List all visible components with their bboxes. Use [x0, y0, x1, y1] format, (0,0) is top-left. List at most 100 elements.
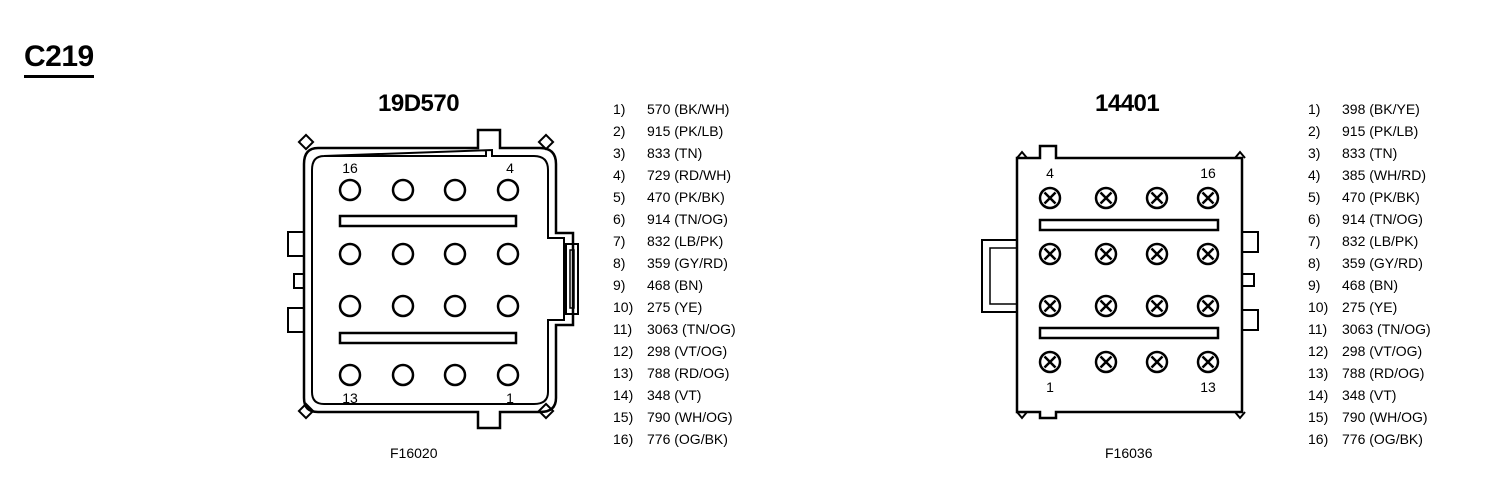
pin-cavity [1145, 186, 1169, 210]
left-figure-id: F16020 [390, 445, 438, 461]
pin-number: 8) [1308, 255, 1321, 271]
right-label-top-right: 16 [1200, 165, 1216, 181]
pinout-row: 5) 470 (PK/BK) [613, 186, 736, 208]
pin-circuit: 398 (BK/YE) [1342, 101, 1420, 117]
pin-circuit: 832 (LB/PK) [647, 233, 724, 249]
pin-circuit: 915 (PK/LB) [647, 123, 724, 139]
pin-number: 13) [1308, 365, 1329, 381]
pinout-row: 8) 359 (GY/RD) [1308, 252, 1431, 274]
pin-circuit: 470 (PK/BK) [1342, 189, 1420, 205]
pin-number: 14) [1308, 387, 1329, 403]
pin-cross-mark [1043, 191, 1057, 205]
pin-circuit: 3063 (TN/OG) [1342, 321, 1431, 337]
pinout-row: 2) 915 (PK/LB) [613, 120, 736, 142]
pinout-row: 3) 833 (TN) [1308, 142, 1431, 164]
pinout-row: 4)729 (RD/WH) [613, 164, 736, 186]
pin-cavity [1196, 294, 1220, 318]
pin-number: 12) [613, 343, 634, 359]
pin-cross-mark [1099, 247, 1113, 261]
pin-number: 15) [1308, 409, 1329, 425]
pin-cavity [443, 242, 467, 266]
pin-number: 6) [613, 211, 626, 227]
pinout-row: 11) 3063 (TN/OG) [613, 318, 736, 340]
right-figure-id: F16036 [1105, 445, 1153, 461]
pin-circuit: 298 (VT/OG) [1342, 343, 1423, 359]
pin-cavity [1094, 186, 1118, 210]
right-housing-outline [1015, 144, 1244, 420]
pin-circuit: 468 (BN) [1342, 277, 1399, 293]
pin-number: 3) [1308, 145, 1321, 161]
pin-number: 9) [1308, 277, 1321, 293]
pin-cavity [496, 363, 520, 387]
pin-cavity [391, 294, 415, 318]
connector-id-title: C219 [24, 40, 94, 78]
pin-cavity [338, 178, 362, 202]
pin-circuit: 833 (TN) [1342, 145, 1398, 161]
pinout-row: 6)914 (TN/OG) [1308, 208, 1431, 230]
pin-cavity [496, 178, 520, 202]
pin-cross-mark [1099, 355, 1113, 369]
left-label-bottom-right: 1 [506, 390, 514, 406]
pin-number: 7) [1308, 233, 1321, 249]
pin-cavity [496, 294, 520, 318]
pinout-row: 8)359 (GY/RD) [613, 252, 736, 274]
pin-circuit: 468 (BN) [647, 277, 704, 293]
pinout-row: 14)348 (VT) [613, 384, 736, 406]
pin-cavity [1038, 294, 1062, 318]
pin-cavity [391, 178, 415, 202]
pinout-row: 1)570 (BK/WH) [613, 98, 736, 120]
right-label-bottom-left: 1 [1046, 379, 1054, 395]
left-label-top-right: 4 [506, 160, 514, 176]
pinout-row: 13) 788 (RD/OG) [1308, 362, 1431, 384]
pin-cavity [1196, 186, 1220, 210]
pin-number: 7) [613, 233, 626, 249]
pin-number: 2) [613, 123, 626, 139]
pin-circuit: 776 (OG/BK) [647, 431, 728, 447]
pin-cavity [1094, 294, 1118, 318]
pin-cavity [496, 242, 520, 266]
pinout-row: 12) 298 (VT/OG) [1308, 340, 1431, 362]
pin-circuit: 470 (PK/BK) [647, 189, 725, 205]
pinout-row: 6)914 (TN/OG) [613, 208, 736, 230]
pin-cross-mark [1201, 299, 1215, 313]
pin-circuit: 359 (GY/RD) [1342, 255, 1423, 271]
pinout-row: 4)385 (WH/RD) [1308, 164, 1431, 186]
pin-number: 10) [613, 299, 634, 315]
left-housing-outline [302, 128, 575, 430]
pin-number: 14) [613, 387, 634, 403]
pin-circuit: 570 (BK/WH) [647, 101, 730, 117]
pin-cross-mark [1150, 355, 1164, 369]
pin-cross-mark [1043, 299, 1057, 313]
pin-cross-mark [1150, 191, 1164, 205]
pinout-row: 16)776 (OG/BK) [613, 428, 736, 450]
pin-cross-mark [1150, 247, 1164, 261]
pin-number: 4) [1308, 167, 1321, 183]
pin-number: 11) [1308, 321, 1328, 337]
pin-circuit: 275 (YE) [647, 299, 703, 315]
pin-cross-mark [1201, 191, 1215, 205]
pinout-row: 9) 468 (BN) [1308, 274, 1431, 296]
pin-cavity [443, 363, 467, 387]
pinout-row: 5)470 (PK/BK) [1308, 186, 1431, 208]
pinout-row: 11) 3063 (TN/OG) [1308, 318, 1431, 340]
pin-number: 11) [613, 321, 633, 337]
left-connector-face: 16 4 13 1 [287, 128, 579, 430]
pin-number: 12) [1308, 343, 1329, 359]
pin-cross-mark [1150, 299, 1164, 313]
pin-circuit: 3063 (TN/OG) [647, 321, 736, 337]
pin-cavity [1038, 242, 1062, 266]
pin-circuit: 788 (RD/OG) [1342, 365, 1425, 381]
pin-cross-mark [1099, 299, 1113, 313]
pinout-row: 3)833 (TN) [613, 142, 736, 164]
pin-number: 5) [613, 189, 626, 205]
left-housing-inner [311, 148, 565, 405]
pin-number: 2) [1308, 123, 1321, 139]
pin-circuit: 914 (TN/OG) [1342, 211, 1423, 227]
left-label-bottom-left: 13 [342, 390, 358, 406]
right-label-bottom-right: 13 [1200, 379, 1216, 395]
pin-circuit: 275 (YE) [1342, 299, 1398, 315]
pin-cavity [1094, 242, 1118, 266]
pin-number: 3) [613, 145, 626, 161]
pin-circuit: 729 (RD/WH) [647, 167, 732, 183]
pinout-row: 7)832 (LB/PK) [1308, 230, 1431, 252]
